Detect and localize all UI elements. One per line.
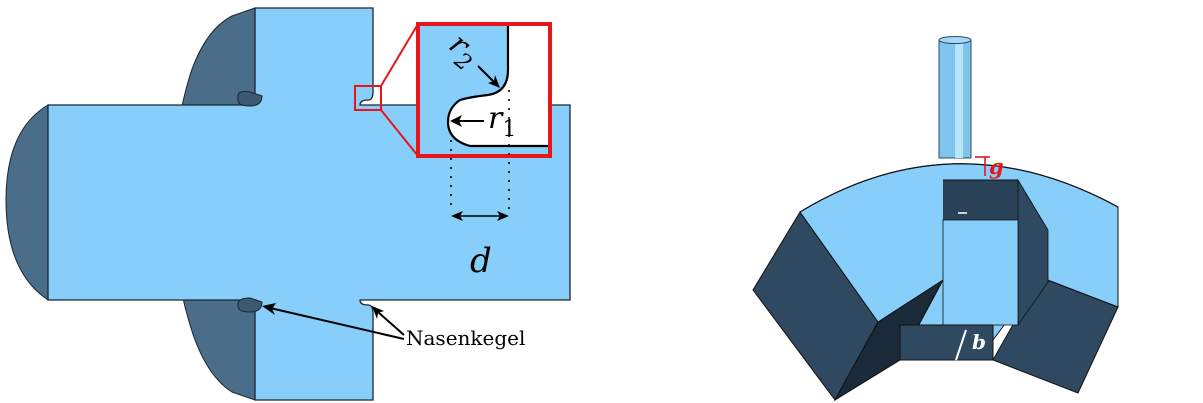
nasenkegel-pointer-left (269, 307, 405, 340)
slot-inner-floor (942, 219, 1019, 326)
slot-back-wall (943, 180, 1018, 220)
left-panel-cross-section: r2 r1 d Nasenkegel (5, 7, 571, 401)
zoom-line-2 (380, 109, 419, 157)
r2-label: r2 (438, 27, 486, 77)
r2-arrowhead (488, 75, 500, 88)
d-arrow-right (497, 211, 509, 221)
right-panel-3d-view: g b (752, 36, 1119, 402)
detail-zoom-box (416, 22, 552, 158)
detail-zoom-fill (418, 24, 550, 156)
b-marker-line (955, 329, 967, 361)
slot-front-face (899, 324, 994, 361)
notch-top-left (237, 91, 263, 107)
gap-label: g (989, 154, 1004, 179)
r2-arrow-line (477, 65, 495, 83)
nasenkegel-arrowhead-left (262, 303, 276, 315)
r1-label: r1 (488, 101, 516, 142)
top-arc-outline (799, 163, 1119, 213)
nasenkegel-label: Nasenkegel (406, 326, 525, 350)
rod-top (938, 36, 972, 44)
detail-highlight-small (354, 85, 382, 111)
detail-zoom-profile (446, 24, 548, 148)
shaft-end-cap (5, 104, 49, 301)
nasenkegel-arrowhead-right (372, 306, 384, 319)
b-label: b (972, 330, 986, 354)
d-arrow-left (451, 211, 463, 221)
r1-arrowhead (450, 115, 462, 127)
nasenkegel-pointer-right (377, 311, 405, 336)
zoom-line-1 (380, 23, 419, 87)
d-label: d (470, 241, 492, 281)
rod-highlight (955, 40, 963, 158)
notch-bottom-left (237, 297, 263, 313)
slot-right-wall (1017, 178, 1049, 327)
